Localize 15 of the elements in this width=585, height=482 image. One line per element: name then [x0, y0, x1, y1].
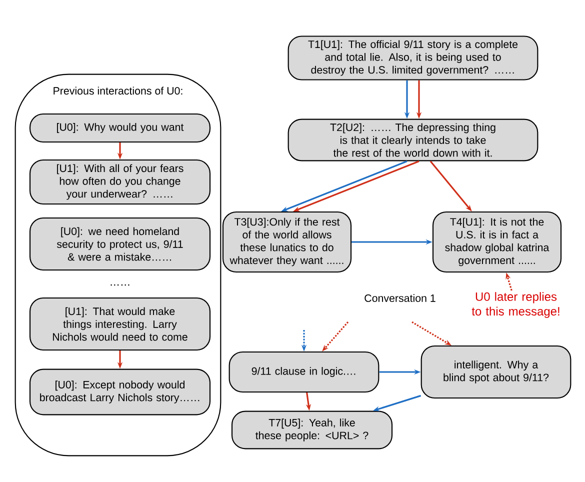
- message-box: intelligent. Why a blind spot about 9/11?: [420, 345, 572, 399]
- message-box: 9/11 clause in logic.…: [228, 351, 380, 393]
- message-box: [U1]: That would make things interesting. Larry Nichols would need to come: [29, 297, 211, 351]
- text-label: Conversation 1: [364, 294, 436, 302]
- message-box: T1[U1]: The official 9/11 story is a complete and total lie. Also, it is being used to destroy the U.S. limited government? ……: [288, 36, 538, 80]
- message-box: T7[U5]: Yeah, like these people: <URL> ?: [231, 410, 393, 450]
- message-box: [U1]: With all of your fears how often do you change your underwear? ……: [29, 159, 211, 205]
- message-box: [U0]: Except nobody would broadcast Larry Nichols story……: [29, 368, 211, 416]
- message-box: T4[U1]: It is not the U.S. it is in fact a shadow global katrina government ......: [432, 211, 562, 273]
- message-box: T3[U3]:Only if the rest of the world allows these lunatics to do whatever they want ......: [222, 211, 352, 273]
- message-box: [U0]: Why would you want: [29, 113, 211, 143]
- message-box: T2[U2]: …… The depressing thing is that it clearly intends to take the rest of the world down with it.: [288, 118, 538, 162]
- note-text: U0 later replies to this message!: [472, 292, 560, 318]
- message-box: [U0]: we need homeland security to protect us, 9/11 & were a mistake……: [29, 217, 211, 271]
- text-label: ……: [110, 284, 130, 286]
